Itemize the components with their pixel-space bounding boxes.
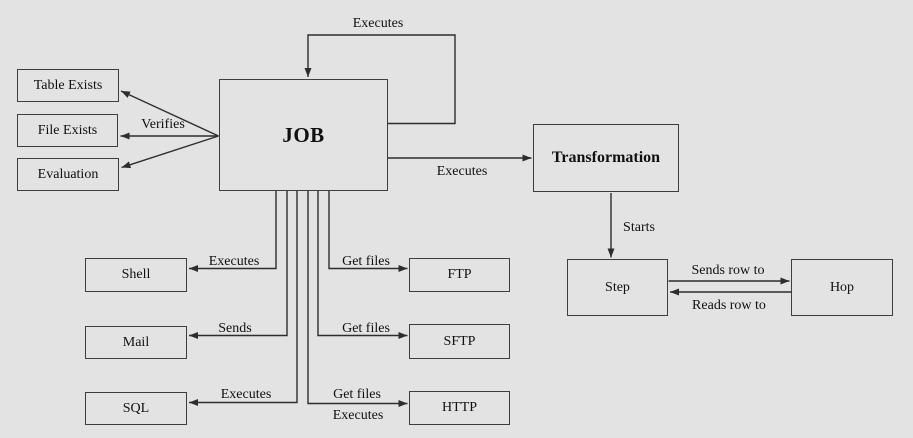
edge-job-sftp — [317, 191, 408, 339]
edge-label-executes-sql: Executes — [220, 387, 272, 402]
edge-job-mail — [189, 191, 288, 339]
edge-label-self-loop-executes: Executes — [352, 16, 404, 31]
edge-label-sends-mail: Sends — [218, 321, 252, 336]
node-job: JOB — [219, 79, 388, 191]
node-transformation: Transformation — [533, 124, 679, 192]
edge-label-executes-transformation: Executes — [436, 164, 488, 179]
edge-label-starts: Starts — [623, 220, 655, 235]
edge-job-self-loop — [304, 34, 456, 125]
node-http: HTTP — [409, 391, 510, 425]
node-table-exists: Table Exists — [17, 69, 119, 102]
edge-label-get-files-sftp: Get files — [342, 321, 390, 336]
node-evaluation: Evaluation — [17, 158, 119, 191]
edge-label-executes-shell: Executes — [208, 254, 260, 269]
node-ftp: FTP — [409, 258, 510, 292]
edge-label-executes-http: Executes — [332, 408, 384, 423]
node-sftp: SFTP — [409, 324, 510, 359]
edge-job-shell — [189, 191, 277, 272]
edge-job-http — [307, 191, 408, 407]
edge-label-get-files-http: Get files — [333, 387, 381, 402]
edge-label-reads-row-to: Reads row to — [692, 298, 766, 313]
edge-job-sql — [189, 191, 298, 406]
edge-job-ftp — [328, 191, 408, 272]
node-shell: Shell — [85, 258, 187, 292]
edge-label-sends-row-to: Sends row to — [691, 263, 765, 278]
edge-label-verifies: Verifies — [141, 117, 185, 132]
node-mail: Mail — [85, 326, 187, 359]
edge-verifies-table-exists — [120, 90, 219, 137]
node-sql: SQL — [85, 392, 187, 425]
node-step: Step — [567, 259, 668, 316]
edge-label-get-files-ftp: Get files — [342, 254, 390, 269]
node-hop: Hop — [791, 259, 893, 316]
node-file-exists: File Exists — [17, 114, 118, 147]
edge-verifies-evaluation — [121, 135, 219, 169]
